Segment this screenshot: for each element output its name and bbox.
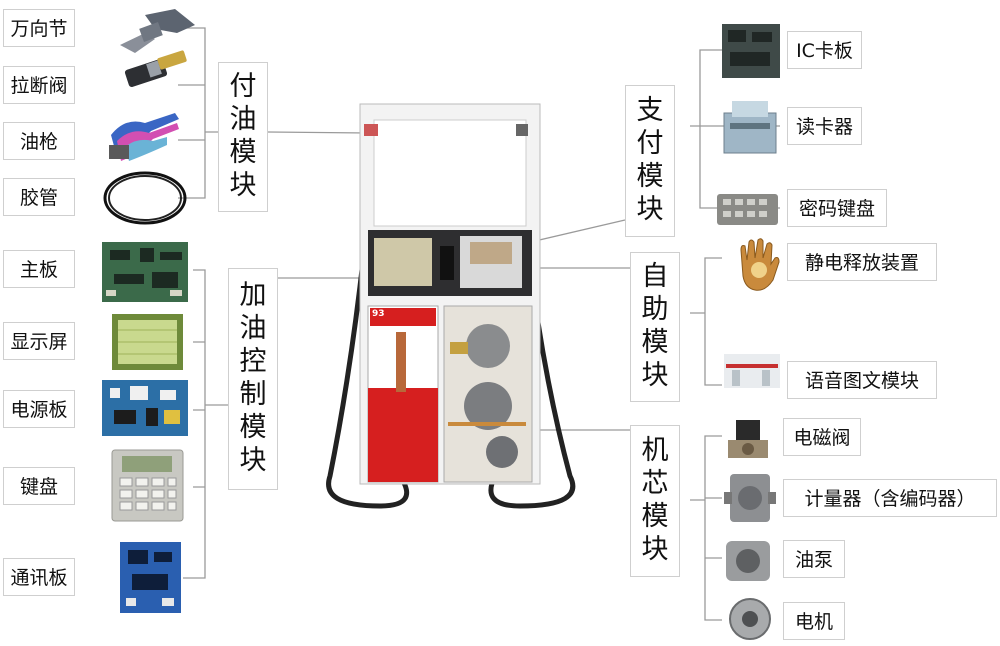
group-title-char: 模: [636, 161, 664, 192]
group-title-char: 模: [641, 327, 669, 358]
group-title-char: 付: [229, 71, 257, 103]
group-title-char: 块: [641, 533, 669, 565]
label-main-board: 主板: [3, 250, 75, 288]
power-board-image: [102, 380, 188, 436]
label-static-release: 静电释放装置: [787, 243, 937, 281]
group-self-service-module: 自助模块: [630, 252, 680, 402]
group-title-char: 块: [636, 193, 664, 225]
pin-pad-image: [717, 194, 778, 225]
group-title-char: 机: [641, 435, 669, 467]
label-solenoid-valve: 电磁阀: [783, 418, 861, 456]
fuel-dispenser-image: [326, 103, 576, 509]
universal-joint-image: [120, 9, 195, 53]
group-title-char: 油: [239, 313, 267, 345]
comm-board-image: [120, 542, 181, 613]
display-screen-image: [112, 314, 183, 370]
label-comm-board: 通讯板: [3, 558, 75, 596]
group-title-char: 模: [229, 137, 257, 168]
label-pin-pad: 密码键盘: [787, 189, 887, 227]
group-title-char: 油: [229, 104, 257, 136]
label-hose: 胶管: [3, 178, 75, 216]
oil-pump-image: [726, 541, 770, 581]
label-meter: 计量器（含编码器）: [783, 479, 997, 517]
hose-image: [103, 171, 187, 225]
group-title-char: 支: [636, 95, 664, 127]
group-title-char: 块: [229, 169, 257, 201]
group-title-char: 助: [641, 294, 669, 326]
label-breakaway-valve: 拉断阀: [3, 66, 75, 104]
fuel-nozzle-image: [109, 113, 179, 161]
group-title-char: 自: [641, 261, 669, 293]
group-title-char: 芯: [641, 468, 669, 500]
group-fuel-delivery-module: 付油模块: [218, 62, 268, 212]
label-display-screen: 显示屏: [3, 322, 75, 360]
solenoid-valve-image: [728, 420, 768, 458]
meter-image: [724, 474, 776, 522]
ic-card-board-image: [722, 24, 780, 78]
label-motor: 电机: [783, 602, 845, 640]
card-reader-image: [723, 101, 777, 154]
group-title-char: 制: [239, 379, 267, 410]
label-power-board: 电源板: [3, 390, 75, 428]
label-fuel-nozzle: 油枪: [3, 122, 75, 160]
group-core-module: 机芯模块: [630, 425, 680, 577]
voice-graphic-module-image: [724, 354, 780, 388]
group-title-char: 块: [239, 444, 267, 476]
label-universal-joint: 万向节: [3, 9, 75, 47]
group-payment-module: 支付模块: [625, 85, 675, 237]
keypad-image: [111, 449, 184, 522]
group-title-char: 块: [641, 359, 669, 391]
label-voice-graphic-module: 语音图文模块: [787, 361, 937, 399]
label-oil-pump: 油泵: [783, 540, 845, 578]
breakaway-valve-image: [124, 50, 187, 87]
static-release-image: [740, 238, 780, 291]
main-board-image: [102, 242, 188, 302]
group-title-char: 付: [636, 128, 664, 160]
group-title-char: 模: [239, 411, 267, 443]
label-keypad: 键盘: [3, 467, 75, 505]
group-title-char: 加: [239, 280, 267, 312]
label-ic-card-board: IC卡板: [787, 31, 862, 69]
grade-label: 93: [372, 309, 385, 319]
group-title-char: 模: [641, 501, 669, 532]
group-title-char: 控: [239, 346, 267, 378]
group-fueling-control-module: 加油控制模块: [228, 268, 278, 490]
label-card-reader: 读卡器: [787, 107, 862, 145]
motor-image: [729, 598, 771, 640]
